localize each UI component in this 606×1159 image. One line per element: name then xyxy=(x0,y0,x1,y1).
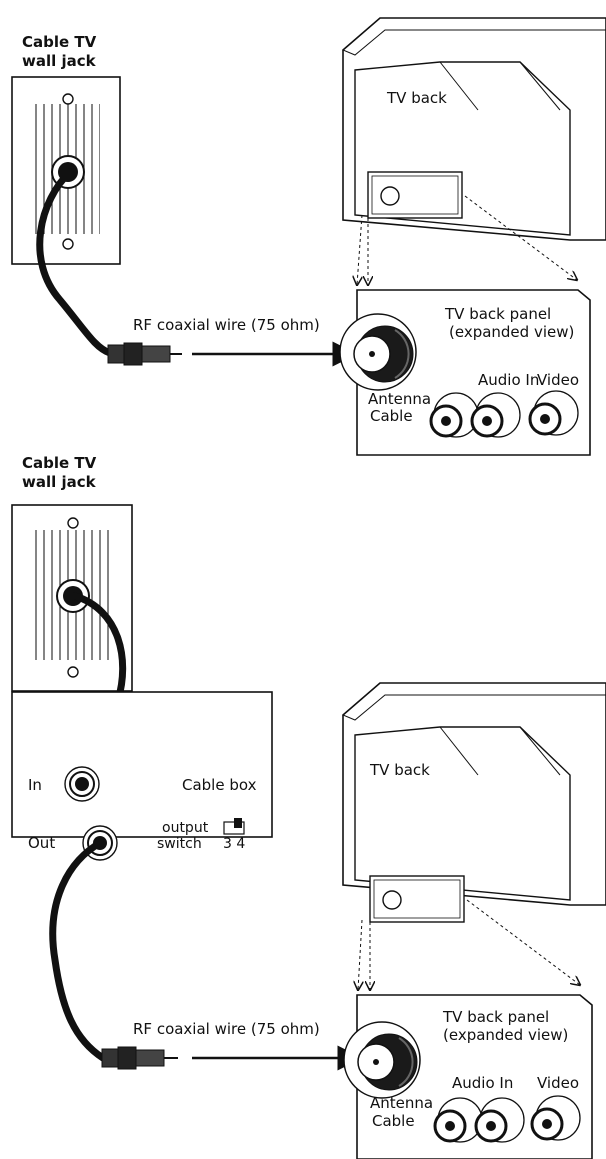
wall-jack xyxy=(11,504,133,692)
video-jack xyxy=(530,1095,581,1141)
audio-in-jack-left xyxy=(429,392,479,438)
callout-lines xyxy=(358,899,580,990)
coax-cable xyxy=(36,168,114,357)
in-jack xyxy=(64,766,100,802)
antenna-label-line1: Antenna xyxy=(370,1094,433,1112)
tv-back-panel xyxy=(343,994,593,1159)
wire-label: RF coaxial wire (75 ohm) xyxy=(133,316,320,334)
panel-label-line1: TV back panel xyxy=(444,305,551,323)
wall-jack-label-line1: Cable TV xyxy=(22,33,97,51)
in-label: In xyxy=(28,776,42,794)
tv-back-panel xyxy=(339,289,591,456)
antenna-cable-connector xyxy=(339,313,417,391)
antenna-cable-connector xyxy=(343,1021,421,1099)
out-label: Out xyxy=(28,834,55,852)
switch-values: 3 4 xyxy=(223,836,245,852)
wall-jack-label-line1: Cable TV xyxy=(22,454,97,472)
antenna-label-line2: Cable xyxy=(372,1112,415,1130)
audio-in-jack-left xyxy=(433,1097,483,1143)
audio-in-jack-right xyxy=(470,392,521,438)
wall-jack-label-line2: wall jack xyxy=(22,473,97,491)
antenna-label-line2: Cable xyxy=(370,407,413,425)
switch-label: switch xyxy=(157,836,202,852)
panel-label-line1: TV back panel xyxy=(442,1008,549,1026)
video-jack xyxy=(528,390,579,436)
tv-back-label: TV back xyxy=(369,761,430,779)
wall-jack xyxy=(11,76,121,265)
panel-label-line2: (expanded view) xyxy=(443,1026,568,1044)
tv-back xyxy=(342,17,606,241)
bottom-diagram: Cable TV wall jack xyxy=(11,454,606,1159)
tv-back xyxy=(342,682,606,923)
callout-lines xyxy=(357,195,577,285)
audio-in-label: Audio In xyxy=(478,371,539,389)
audio-in-label: Audio In xyxy=(452,1074,513,1092)
output-label: output xyxy=(162,820,209,836)
antenna-label-line1: Antenna xyxy=(368,390,431,408)
output-switch xyxy=(223,818,245,835)
f-connector xyxy=(101,1046,178,1070)
cable-box-label: Cable box xyxy=(182,776,257,794)
top-diagram: Cable TV wall jack RF coaxial wire (75 o… xyxy=(11,17,606,456)
audio-in-jack-right xyxy=(474,1097,525,1143)
video-label: Video xyxy=(537,1074,579,1092)
tv-back-label: TV back xyxy=(386,89,447,107)
wire-label: RF coaxial wire (75 ohm) xyxy=(133,1020,320,1038)
coax-cable-box-to-tv xyxy=(49,839,107,1062)
video-label: Video xyxy=(537,371,579,389)
panel-label-line2: (expanded view) xyxy=(449,323,574,341)
cable-box xyxy=(11,691,273,861)
wall-jack-label-line2: wall jack xyxy=(22,52,97,70)
f-connector xyxy=(107,342,182,366)
